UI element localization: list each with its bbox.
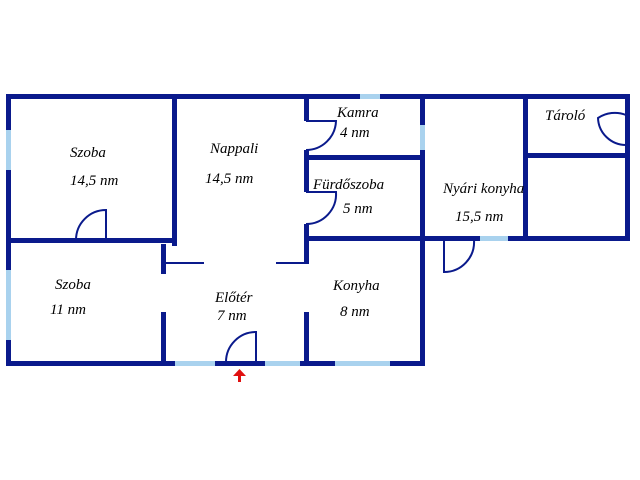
wall-taroló-bottom: [523, 153, 630, 158]
room-name-szoba-1: Szoba: [70, 145, 106, 161]
window-kamra-top: [360, 94, 380, 99]
room-labels: Szoba 14,5 nm Nappali 14,5 nm Kamra 4 nm…: [50, 105, 586, 324]
door-szoba1-icon: [75, 208, 107, 241]
room-area-nyari-konyha: 15,5 nm: [455, 209, 504, 225]
window-nyari-bottom: [480, 236, 508, 241]
room-area-nappali: 14,5 nm: [205, 171, 254, 187]
window-nyari-left: [420, 125, 425, 150]
room-area-konyha: 8 nm: [340, 304, 370, 320]
window-konyha-bottom: [335, 361, 390, 366]
room-name-szoba-2: Szoba: [55, 277, 91, 293]
wall-top: [6, 94, 630, 99]
room-area-eloter: 7 nm: [217, 308, 247, 324]
window-szoba1-left: [6, 130, 11, 170]
room-area-kamra: 4 nm: [340, 125, 370, 141]
wall-nappali-furdo-low: [304, 224, 309, 264]
interior-walls: [6, 94, 630, 366]
wall-bottom-main: [6, 361, 425, 366]
door-nyari-icon: [443, 238, 476, 274]
door-furdo-icon: [305, 191, 338, 226]
door-taroló-icon: [596, 111, 627, 146]
wall-szoba-nappali: [172, 94, 177, 246]
door-kamra-icon: [305, 120, 338, 151]
wall-nappali-kamra-top: [304, 94, 309, 121]
wall-furdo-konyha: [304, 236, 425, 241]
room-name-eloter: Előtér: [214, 290, 253, 306]
wall-nyari-taroló: [523, 94, 528, 241]
outer-walls: [6, 94, 630, 366]
room-area-szoba-1: 14,5 nm: [70, 173, 119, 189]
wall-left: [6, 94, 11, 366]
doors: [75, 111, 627, 363]
room-name-konyha: Konyha: [332, 278, 380, 294]
wall-right-annex: [625, 94, 630, 241]
wall-nappali-furdo-mid: [304, 150, 309, 192]
wall-eloter-konyha: [304, 312, 309, 366]
room-area-furdoszoba: 5 nm: [343, 201, 373, 217]
room-area-szoba-2: 11 nm: [50, 302, 86, 318]
room-name-nappali: Nappali: [209, 141, 258, 157]
window-eloter-bottom-left: [175, 361, 215, 366]
windows: [6, 94, 508, 366]
wall-kamra-furdo: [304, 155, 425, 160]
room-name-nyari-konyha: Nyári konyha: [442, 181, 524, 197]
room-name-furdoszoba: Fürdőszoba: [312, 177, 384, 193]
room-name-kamra: Kamra: [336, 105, 379, 121]
window-szoba2-left: [6, 270, 11, 340]
wall-stub-right: [276, 262, 306, 264]
wall-szoba-szoba: [6, 238, 177, 243]
wall-szoba2-eloter-lower: [161, 312, 166, 364]
wall-szoba2-eloter-upper: [161, 244, 166, 274]
window-eloter-bottom-right: [265, 361, 300, 366]
door-entrance-icon: [225, 330, 257, 363]
wall-stub-left: [166, 262, 204, 264]
wall-right-main: [420, 94, 425, 366]
entrance-arrow-icon: [233, 369, 246, 382]
room-name-taroló: Tároló: [545, 108, 586, 124]
